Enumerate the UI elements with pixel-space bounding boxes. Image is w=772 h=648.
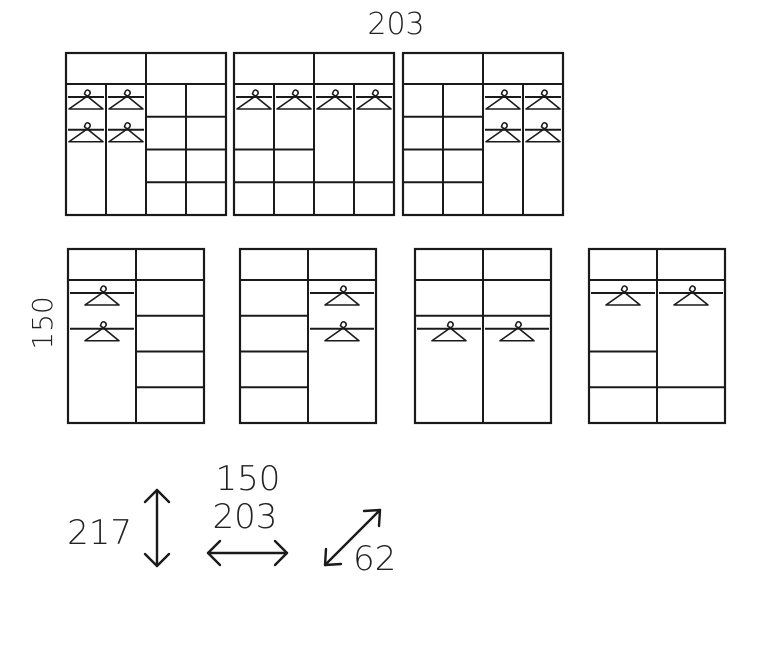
depth-value: 62 [353, 539, 396, 579]
hanger-outline [356, 89, 392, 110]
width-arrow-icon [206, 539, 289, 567]
hanger-outline [525, 89, 561, 110]
hanger-icon [108, 89, 144, 110]
hanger-outline [673, 285, 709, 306]
hanger-outline [605, 285, 641, 306]
hanger-outline [276, 89, 312, 110]
width-large-value: 203 [213, 497, 278, 537]
side-height-label: 150 [26, 296, 59, 349]
hanger-icon [499, 320, 535, 342]
hanger-icon [525, 89, 561, 110]
dimension-legend: 217 150 203 62 [67, 459, 396, 579]
hanger-icon [356, 89, 392, 110]
hanger-icon [236, 89, 272, 110]
wardrobe-7 [587, 247, 727, 425]
hanger-outline [485, 89, 521, 110]
wardrobe-2 [232, 51, 396, 217]
hanger-outline [68, 89, 104, 110]
hanger-outline [485, 121, 521, 143]
hanger-outline [525, 121, 561, 143]
wardrobe-6 [413, 247, 553, 425]
hanger-icon [276, 89, 312, 110]
wardrobe-layouts [64, 51, 727, 425]
hanger-outline [499, 320, 535, 342]
wardrobe-4 [66, 247, 206, 425]
hanger-icon [108, 121, 144, 143]
depth-arrow-icon [323, 508, 382, 567]
hanger-outline [324, 320, 360, 342]
hanger-icon [673, 285, 709, 306]
top-width-label: 203 [367, 7, 424, 42]
hanger-outline [236, 89, 272, 110]
hanger-outline [68, 121, 104, 143]
hanger-icon [68, 89, 104, 110]
hanger-icon [84, 320, 120, 342]
hanger-outline [84, 320, 120, 342]
hanger-icon [84, 285, 120, 306]
hanger-icon [431, 320, 467, 342]
height-value: 217 [67, 513, 132, 553]
height-arrow-icon [143, 488, 171, 568]
wardrobe-3 [401, 51, 565, 217]
hanger-icon [525, 121, 561, 143]
hanger-outline [431, 320, 467, 342]
hanger-icon [324, 285, 360, 306]
hanger-outline [84, 285, 120, 306]
hanger-outline [108, 121, 144, 143]
hanger-icon [316, 89, 352, 110]
hanger-outline [324, 285, 360, 306]
hanger-icon [68, 121, 104, 143]
hanger-outline [108, 89, 144, 110]
wardrobe-1 [64, 51, 228, 217]
hanger-icon [485, 89, 521, 110]
hanger-icon [324, 320, 360, 342]
hanger-outline [316, 89, 352, 110]
hanger-icon [485, 121, 521, 143]
wardrobe-5 [238, 247, 378, 425]
hanger-icon [605, 285, 641, 306]
width-small-value: 150 [216, 459, 281, 499]
